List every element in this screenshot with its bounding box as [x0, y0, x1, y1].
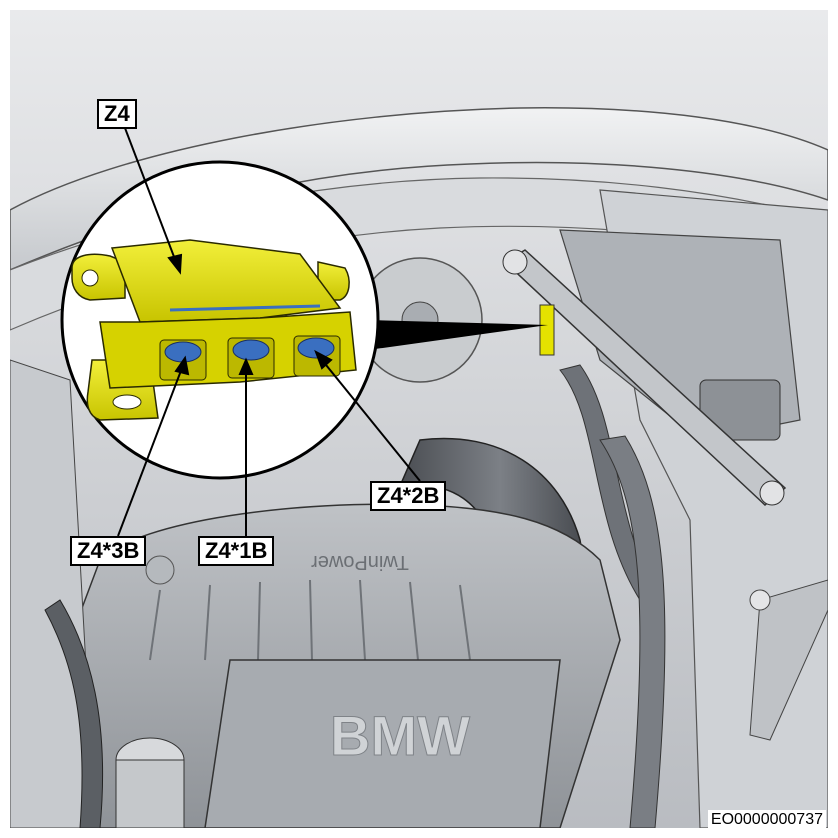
callout-z4-3b: Z4*3B	[70, 536, 147, 566]
left-hose	[44, 599, 104, 828]
mounting-hole-lower	[112, 394, 142, 410]
callout-z4-1b: Z4*1B	[198, 536, 275, 566]
bolt-marker	[749, 589, 771, 611]
oil-filler-neck	[115, 759, 185, 828]
cover-badge-text: TwinPower	[311, 551, 409, 573]
coolant-hose-2	[599, 435, 666, 828]
module-seam-line	[169, 304, 321, 312]
bmw-roundel	[145, 555, 175, 585]
mounting-hole-left	[81, 269, 99, 287]
leader-lines	[117, 127, 421, 537]
strut-mount-left	[502, 249, 528, 275]
arrowhead-z4-1b	[238, 357, 254, 375]
strut-mount-right	[759, 480, 785, 506]
left-fender-structure	[10, 359, 96, 828]
arrowhead-z4	[167, 253, 183, 275]
arrowhead-z4-3b	[174, 355, 190, 376]
cover-brand-text: BMW	[330, 704, 470, 767]
module-mounting-tab-left	[71, 253, 126, 301]
leader-z4	[124, 127, 177, 263]
document-id: EO0000000737	[707, 810, 826, 830]
cover-ribs	[149, 579, 471, 661]
airbox-lid	[204, 659, 561, 828]
arrowhead-z4-2b	[314, 349, 333, 370]
leader-z4-2b	[321, 359, 421, 482]
connector-socket-1b	[227, 337, 275, 379]
callout-z4: Z4	[97, 99, 137, 129]
leader-z4-3b	[117, 367, 183, 537]
wiper-arm	[749, 579, 828, 741]
callout-z4-2b: Z4*2B	[370, 481, 447, 511]
module-location-marker	[539, 304, 555, 356]
zoom-pointer	[368, 320, 548, 350]
